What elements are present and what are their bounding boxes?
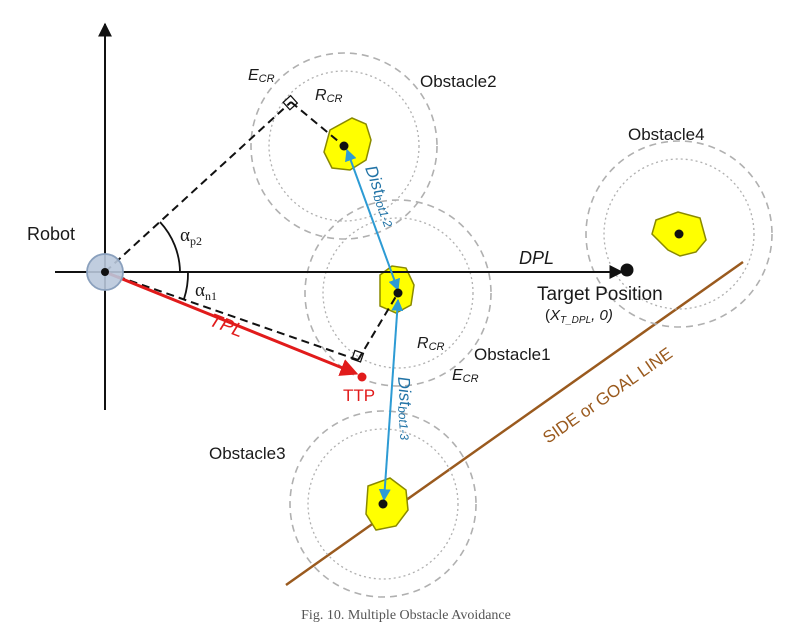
robot-label: Robot — [27, 224, 75, 244]
alpha-p2-label: αp2 — [180, 225, 202, 248]
dist-bot1-3-label: Distbot1-3 — [393, 376, 417, 441]
obstacle4-envelope-circle — [585, 140, 773, 328]
rcr-label-obstacle2: RCR — [315, 87, 343, 105]
obstacle3-center — [378, 499, 388, 509]
target-position-point — [620, 263, 634, 277]
obstacle3-radius-circle — [307, 428, 459, 580]
target-coordinate-label: (XT_DPL, 0) — [545, 307, 613, 326]
alpha-n1-label: αn1 — [195, 280, 217, 303]
right-angle-mark-obstacle2 — [282, 94, 299, 111]
tangent-line-obstacle2 — [104, 101, 292, 273]
obstacle2-label: Obstacle2 — [420, 72, 497, 91]
obstacle4-label: Obstacle4 — [628, 125, 705, 144]
dist-arrow-1-2 — [345, 148, 400, 292]
obstacle4-radius-circle — [603, 158, 755, 310]
tpl-arrow — [104, 270, 359, 376]
alpha-n1-arc — [183, 271, 189, 300]
ttp-label: TTP — [343, 386, 375, 405]
dpl-label: DPL — [519, 248, 554, 268]
obstacle2-center — [339, 141, 349, 151]
radius-line-obstacle2 — [290, 101, 345, 147]
obstacle4-center — [674, 229, 684, 239]
obstacle1-center — [393, 288, 403, 298]
obstacle1-radius-circle — [322, 217, 474, 369]
ecr-label-obstacle1: ECR — [452, 367, 479, 385]
obstacle2-radius-circle — [268, 70, 420, 222]
dist-bot1-2-label: Distbot1-2 — [360, 163, 401, 230]
dist-arrow-1-3 — [378, 298, 404, 502]
tpl-label: TPL — [206, 310, 246, 342]
obstacle1-label: Obstacle1 — [474, 345, 551, 364]
rcr-label-obstacle1: RCR — [417, 335, 445, 353]
alpha-p2-arc — [159, 221, 181, 273]
robot-center — [101, 268, 109, 276]
target-position-label: Target Position — [537, 284, 663, 305]
ecr-label-obstacle2: ECR — [248, 67, 275, 85]
obstacle3-label: Obstacle3 — [209, 444, 286, 463]
figure-caption: Fig. 10. Multiple Obstacle Avoidance — [301, 608, 511, 623]
side-goal-line — [285, 260, 744, 587]
radius-line-obstacle1 — [357, 292, 399, 361]
side-goal-line-label: SIDE or GOAL LINE — [539, 344, 676, 448]
obstacle2-envelope-circle — [250, 52, 438, 240]
ttp-point — [357, 372, 367, 382]
tangent-line-obstacle1 — [104, 271, 359, 361]
